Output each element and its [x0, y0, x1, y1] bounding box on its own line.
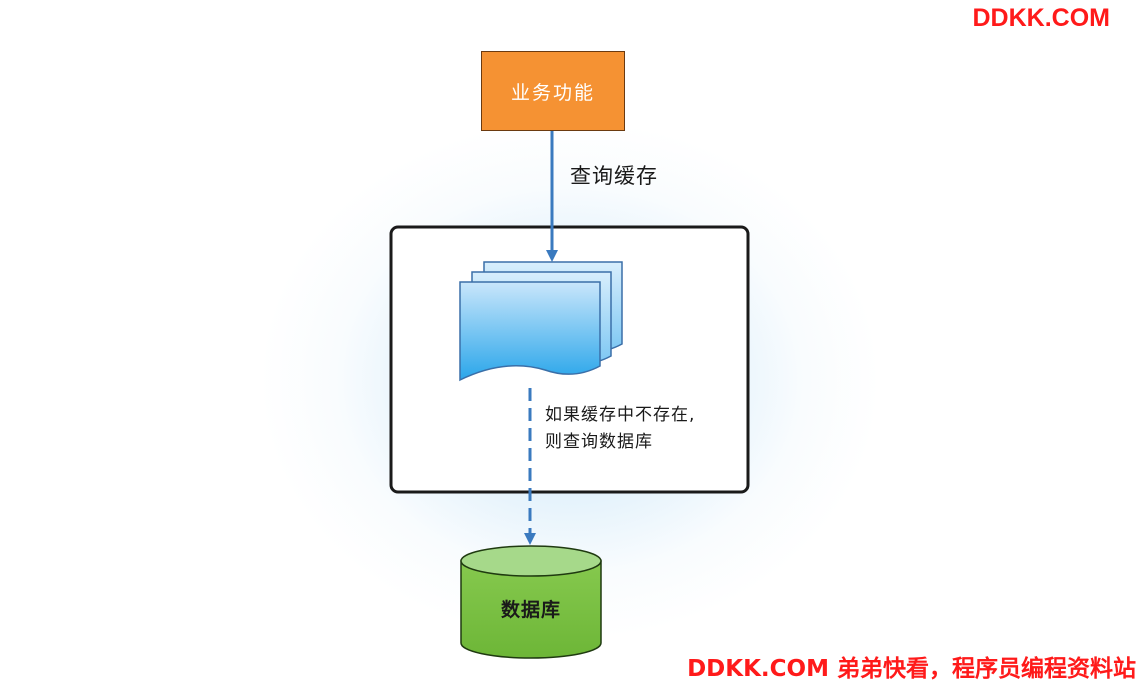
- cache-miss-line-2: 则查询数据库: [545, 432, 653, 452]
- watermark-top: DDKK.COM: [972, 4, 1111, 32]
- cache-miss-note: 如果缓存中不存在, 则查询数据库: [545, 402, 695, 456]
- query-cache-arrowhead: [546, 250, 558, 262]
- watermark-bottom: DDKK.COM 弟弟快看，程序员编程资料站: [687, 656, 1136, 682]
- document-stack-icon: [459, 261, 623, 382]
- business-function-node: 业务功能: [481, 51, 625, 131]
- query-db-arrowhead: [524, 533, 536, 545]
- database-cylinder-icon: [460, 545, 602, 659]
- database-label: 数据库: [500, 599, 561, 621]
- cache-miss-line-1: 如果缓存中不存在,: [545, 405, 696, 425]
- query-cache-label: 查询缓存: [570, 164, 658, 188]
- business-function-label: 业务功能: [510, 81, 595, 104]
